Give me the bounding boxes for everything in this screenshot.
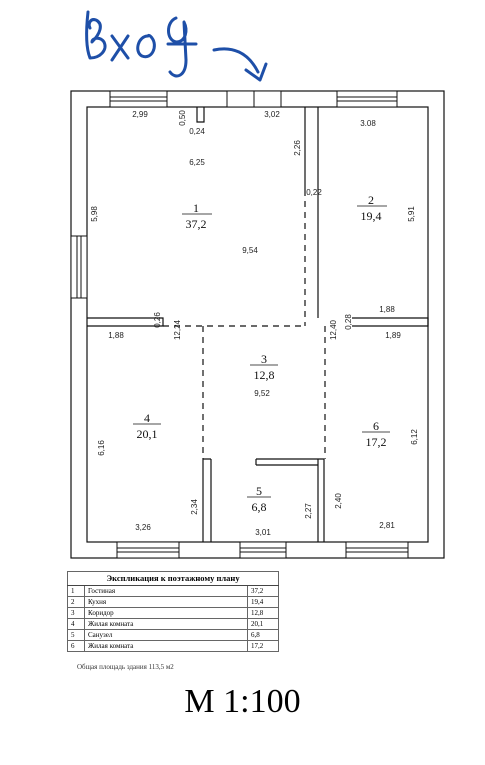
dim-label: 3,01 [255, 528, 271, 537]
arrow-head [244, 62, 268, 82]
room-6-number: 6 [373, 419, 379, 433]
room-3-area: 12,8 [254, 368, 275, 382]
dim-label: 12,24 [173, 319, 182, 340]
room-4-area: 20,1 [137, 427, 158, 441]
letter-d [166, 16, 198, 78]
room-1-number: 1 [193, 201, 199, 215]
scale-label: М 1:100 [184, 683, 301, 720]
dim-label: 5,98 [90, 206, 99, 222]
dim-label: 1,88 [108, 331, 124, 340]
dim-label: 3,02 [264, 110, 280, 119]
dim-label: 0,28 [344, 314, 353, 330]
legend-title: Экспликация к поэтажному плану [67, 571, 279, 586]
dim-label: 2,40 [334, 493, 343, 509]
window-top-left [109, 90, 168, 108]
dim-label: 0,26 [153, 312, 162, 328]
window-bottom-left [116, 541, 180, 559]
room-6-area: 17,2 [366, 435, 387, 449]
dim-label: 0,22 [306, 188, 322, 197]
floor-plan: 1 37,2 2 19,4 3 12,8 4 20,1 5 6,8 6 17,2… [70, 10, 445, 559]
dim-label: 2,27 [304, 503, 313, 519]
partition-1-4 [87, 317, 164, 327]
partition-4-5 [202, 458, 212, 542]
inner-wall-outline [86, 106, 429, 543]
room-5-number: 5 [256, 484, 262, 498]
room-3-number: 3 [261, 352, 267, 366]
room-2-area: 19,4 [361, 209, 382, 223]
room-1-area: 37,2 [186, 217, 207, 231]
dim-label: 1,88 [379, 305, 395, 314]
room-5-area: 6,8 [252, 500, 267, 514]
partition-5-6 [255, 458, 325, 542]
arrow-shaft [212, 47, 260, 74]
dim-label: 2,99 [132, 110, 148, 119]
partition-1-2 [304, 107, 319, 318]
room-labels: 1 37,2 2 19,4 3 12,8 4 20,1 5 6,8 6 17,2 [133, 193, 390, 514]
windows [70, 90, 409, 559]
letter-o [136, 33, 156, 59]
dim-label: 6,16 [97, 440, 106, 456]
window-bottom-center [239, 541, 287, 559]
dim-label: 2,34 [190, 499, 199, 515]
dim-label: 9,52 [254, 389, 270, 398]
dim-label: 5,91 [407, 206, 416, 222]
handwritten-annotation [85, 10, 268, 82]
dim-label: 2,26 [293, 140, 302, 156]
legend-total: Общая площадь здания 113,5 м2 [77, 663, 174, 671]
dim-label: 1,89 [385, 331, 401, 340]
open-boundaries [163, 190, 326, 459]
dim-label: 6,12 [410, 429, 419, 445]
window-left [70, 235, 88, 299]
letter-x [110, 34, 130, 62]
partition-stub [196, 107, 205, 123]
window-top-right [336, 90, 398, 108]
window-bottom-right [345, 541, 409, 559]
partitions [87, 107, 429, 542]
window-top-center [226, 90, 282, 108]
dimension-labels: 2,99 0,50 0,24 3,02 3.08 2,26 6,25 0,22 … [90, 110, 419, 537]
dim-label: 3,26 [135, 523, 151, 532]
dim-label: 6,25 [189, 158, 205, 167]
dim-label: 3.08 [360, 119, 376, 128]
letter-v [85, 10, 107, 60]
room-2-number: 2 [368, 193, 374, 207]
dim-label: 0,24 [189, 127, 205, 136]
dim-label: 0,50 [178, 110, 187, 126]
room-4-number: 4 [144, 411, 150, 425]
dim-label: 12,40 [329, 319, 338, 340]
dim-label: 9,54 [242, 246, 258, 255]
partition-2-6 [352, 317, 429, 327]
dim-label: 2,81 [379, 521, 395, 530]
